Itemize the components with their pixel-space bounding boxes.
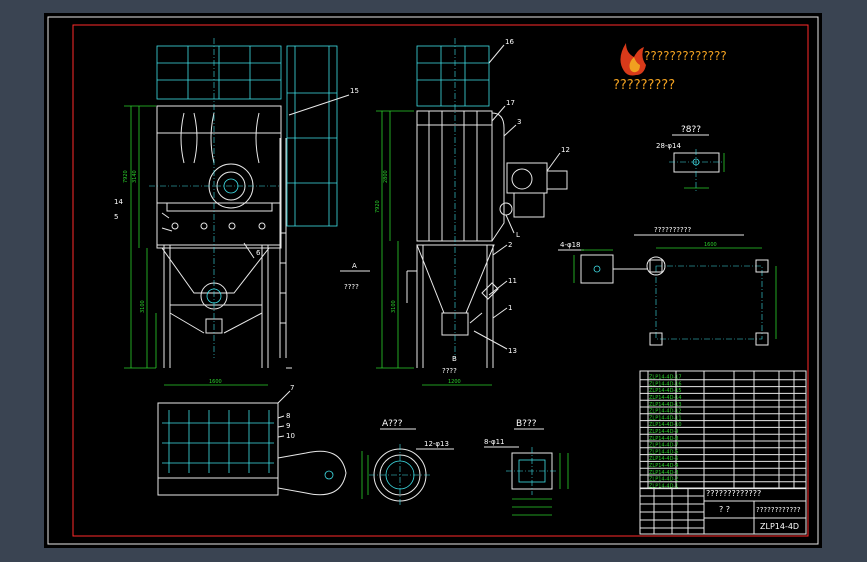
hole-detail-spec: 28-φ14 xyxy=(656,142,682,150)
callout-11: 11 xyxy=(508,277,517,285)
arrow-a-text: ???? xyxy=(344,283,359,291)
bom-row-code: ZLP14-4D-12 xyxy=(649,409,682,415)
flange-a-spec: 12-φ13 xyxy=(424,440,449,448)
bom-row-code: ZLP14-4D-9 xyxy=(649,429,678,435)
title-block-mark: ? ? xyxy=(719,505,730,514)
title-block-name: ????????????? xyxy=(706,489,761,498)
drawing-title: ????????? xyxy=(613,78,675,93)
bom-row-code: ZLP14-4D-17 xyxy=(649,375,682,381)
callout-10: 10 xyxy=(286,432,295,440)
view-b-outlet: B??? 8-φ11 xyxy=(484,419,569,516)
svg-text:1600: 1600 xyxy=(209,379,222,385)
bolt-layout: ?????????? 1600 4-φ18 xyxy=(558,226,777,346)
anchor-spec: 4-φ18 xyxy=(560,241,581,249)
bom-row-code: ZLP14-4D-14 xyxy=(649,395,682,401)
svg-text:2800: 2800 xyxy=(383,170,389,183)
callout-8: 8 xyxy=(286,412,290,420)
callout-6: 6 xyxy=(256,249,261,257)
view-a-flange: A??? 12-φ13 xyxy=(361,419,454,506)
callout-13: 13 xyxy=(508,347,517,355)
bom-row-code: ZLP14-4D-2 xyxy=(649,477,678,483)
callout-9: 9 xyxy=(286,422,290,430)
outer-border xyxy=(47,16,819,545)
bom-row-code: ZLP14-4D-5 xyxy=(649,456,678,462)
callout-16: 16 xyxy=(505,38,514,46)
svg-text:3100: 3100 xyxy=(391,300,397,313)
plan-view: 7 8 9 10 xyxy=(157,384,347,496)
bom-row-code: ZLP14-4D-13 xyxy=(649,402,682,408)
callout-7: 7 xyxy=(290,384,294,392)
arrow-b-letter: B xyxy=(452,355,457,363)
bom-row-code: ZLP14-4D-15 xyxy=(649,388,682,394)
svg-text:1200: 1200 xyxy=(448,379,461,385)
svg-text:3140: 3140 xyxy=(132,170,138,183)
title-block: ????????????? ? ? ???????????? ZLP14-4D xyxy=(639,487,807,535)
bom-row-code: ZLP14-4D-4 xyxy=(649,463,678,469)
callout-17: 17 xyxy=(506,99,515,107)
bom-row-code: ZLP14-4D-6 xyxy=(649,449,678,455)
title-block-subtitle: ???????????? xyxy=(756,506,801,514)
bolt-layout-label: ?????????? xyxy=(654,226,691,234)
title-block-code: ZLP14-4D xyxy=(760,522,799,531)
bom-row-code: ZLP14-4D-11 xyxy=(649,415,682,421)
side-view: 7920 2800 3100 1200 A ???? B ???? 16 17 … xyxy=(340,38,570,386)
callout-l: L xyxy=(516,231,520,239)
flame-logo-icon xyxy=(620,43,646,76)
arrow-a-letter: A xyxy=(352,262,357,270)
bom-row-code: ZLP14-4D-10 xyxy=(649,422,682,428)
svg-text:7920: 7920 xyxy=(123,170,129,183)
company-line: ????????????? xyxy=(644,49,727,63)
inner-border xyxy=(72,24,809,537)
bom-row-code: ZLP14-4D-16 xyxy=(649,381,682,387)
callout-2: 2 xyxy=(508,241,512,249)
bom-row-code: ZLP14-4D-3 xyxy=(649,470,678,476)
hole-detail-label: ?8?? xyxy=(681,125,701,135)
bom-row-code: ZLP14-4D-7 xyxy=(649,443,678,449)
company-header: ????????????? ????????? xyxy=(613,43,727,93)
callout-12: 12 xyxy=(561,146,570,154)
front-view: 7920 3140 3100 1600 15 14 5 6 xyxy=(114,38,359,386)
view-b-label: B??? xyxy=(516,419,537,429)
hole-detail: ?8?? 28-φ14 xyxy=(656,125,725,193)
svg-text:7920: 7920 xyxy=(375,200,381,213)
bom-row-code: ZLP14-4D-8 xyxy=(649,436,678,442)
svg-text:1600: 1600 xyxy=(704,242,717,248)
bom-row-code: ZLP14-4D-1 xyxy=(649,483,678,489)
callout-3: 3 xyxy=(517,118,521,126)
callout-5: 5 xyxy=(114,213,118,221)
arrow-b-text: ???? xyxy=(442,367,457,375)
cad-drawing: 7920 3140 3100 1600 15 14 5 6 xyxy=(47,16,819,545)
drawing-canvas[interactable]: 7920 3140 3100 1600 15 14 5 6 xyxy=(44,13,822,548)
bom-table: ZLP14-4D-17ZLP14-4D-16ZLP14-4D-15ZLP14-4… xyxy=(639,370,807,535)
flange-b-spec: 8-φ11 xyxy=(484,438,505,446)
callout-1: 1 xyxy=(508,304,512,312)
view-a-label: A??? xyxy=(382,419,403,429)
svg-text:3100: 3100 xyxy=(140,300,146,313)
callout-15: 15 xyxy=(350,87,359,95)
callout-14: 14 xyxy=(114,198,123,206)
